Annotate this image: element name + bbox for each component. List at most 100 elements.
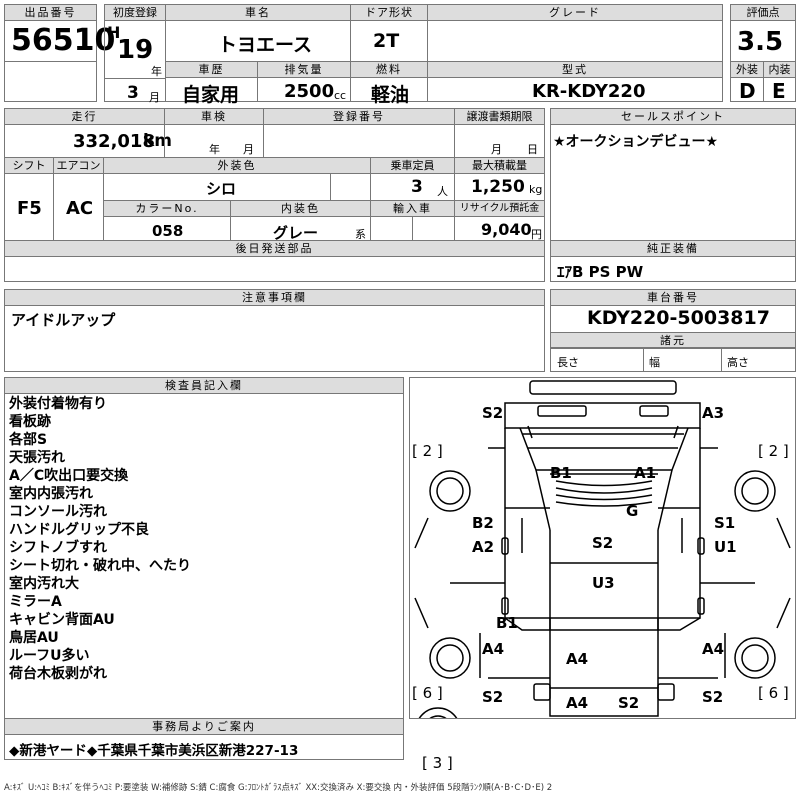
transfer-deadline-cell: 譲渡書類期限 月 日 bbox=[454, 108, 545, 158]
lot-number-lower bbox=[4, 61, 97, 102]
inspection-year: 年 bbox=[209, 143, 220, 156]
note-line: 鳥居AU bbox=[9, 630, 59, 646]
displacement-unit: cc bbox=[334, 89, 347, 102]
displacement-cell: 排気量 2500 cc bbox=[257, 61, 351, 102]
exterior-grade: D bbox=[739, 79, 756, 103]
wheel-rear-right-label: [ 6 ] bbox=[758, 684, 789, 702]
displacement: 2500 bbox=[284, 81, 335, 102]
ext-color: シロ bbox=[206, 180, 237, 198]
import-header: 輸入車 bbox=[371, 201, 454, 217]
note-line: 各部S bbox=[9, 432, 48, 448]
import-cell: 輸入車 bbox=[370, 200, 455, 241]
shift: F5 bbox=[17, 198, 42, 219]
recycle-cell: リサイクル預託金 9,040 円 bbox=[454, 200, 545, 241]
note-line: 室内汚れ大 bbox=[9, 576, 79, 592]
inspector-notes-list: 外装付着物有り 看板跡 各部S 天張汚れ A／C吹出口要交換 室内内張汚れ コン… bbox=[9, 395, 191, 683]
caution-header: 注意事項欄 bbox=[5, 290, 544, 306]
int-color-header: 内装色 bbox=[231, 201, 370, 217]
color-no: 058 bbox=[152, 222, 184, 240]
shift-cell: シフト F5 bbox=[4, 157, 54, 241]
lot-number-cell: 出品番号 56510 bbox=[4, 4, 115, 62]
note-line: 外装付着物有り bbox=[9, 396, 107, 412]
lot-number: 56510 bbox=[11, 23, 116, 58]
ext-color-cell: 外装色 シロ bbox=[103, 157, 371, 201]
caution: アイドルアップ bbox=[11, 311, 116, 329]
max-load-unit: kg bbox=[529, 183, 543, 196]
era: H bbox=[107, 23, 121, 42]
int-color: グレー bbox=[273, 224, 319, 242]
door-header: ドア形状 bbox=[351, 5, 427, 21]
mark-b1-lower: B1 bbox=[496, 614, 518, 632]
shift-header: シフト bbox=[5, 158, 53, 174]
note-line: A／C吹出口要交換 bbox=[9, 468, 129, 484]
mark-u3: U3 bbox=[592, 574, 615, 592]
capacity-header: 乗車定員 bbox=[371, 158, 454, 174]
month-unit: 月 bbox=[149, 91, 160, 104]
mark-s2-left-bottom: S2 bbox=[482, 688, 504, 706]
first-registration-cell: 初度登録 H 19 年 3 月 bbox=[104, 4, 166, 104]
wheel-front-right-label: [ 2 ] bbox=[758, 442, 789, 460]
mark-a4-left: A4 bbox=[482, 640, 505, 658]
car-name-header: 車名 bbox=[166, 5, 350, 21]
truck-diagram bbox=[414, 380, 791, 718]
equipment: ｴｱB PS PW bbox=[557, 263, 644, 281]
note-line: 看板跡 bbox=[9, 414, 51, 430]
equipment-header: 純正装備 bbox=[551, 241, 795, 257]
note-line: 天張汚れ bbox=[9, 450, 65, 466]
mileage-header: 走行 bbox=[5, 109, 164, 125]
inspector-notes-header: 検査員記入欄 bbox=[5, 378, 403, 394]
max-load: 1,250 bbox=[471, 177, 525, 197]
mileage-cell: 走行 332,018 km bbox=[4, 108, 172, 158]
sales-point-cell: セールスポイント ★オークションデビュー★ bbox=[550, 108, 796, 241]
inspector-notes-cell: 検査員記入欄 外装付着物有り 看板跡 各部S 天張汚れ A／C吹出口要交換 室内… bbox=[4, 377, 404, 719]
score-header: 評価点 bbox=[731, 5, 795, 21]
registration-header: 登録番号 bbox=[264, 109, 454, 125]
grade-header: グレード bbox=[428, 5, 722, 21]
model: KR-KDY220 bbox=[532, 81, 646, 102]
spare-wheel-label: [ 3 ] bbox=[422, 754, 453, 772]
note-line: 室内内張汚れ bbox=[9, 486, 93, 502]
mark-u1: U1 bbox=[714, 538, 737, 556]
mark-a1-cab: A1 bbox=[634, 464, 657, 482]
mark-a4-bottom: A4 bbox=[566, 694, 589, 712]
lot-number-header: 出品番号 bbox=[5, 5, 96, 21]
mark-a2: A2 bbox=[472, 538, 495, 556]
first-registration-header: 初度登録 bbox=[105, 5, 165, 21]
office-info-cell: 事務局よりご案内 ◆新港ヤード◆千葉県千葉市美浜区新港227-13 bbox=[4, 718, 404, 760]
interior-grade: E bbox=[772, 79, 786, 103]
model-header: 型式 bbox=[428, 62, 722, 78]
mileage: 332,018 bbox=[73, 131, 155, 152]
chassis-header: 車台番号 bbox=[551, 290, 795, 306]
exterior-grade-header: 外装 bbox=[731, 62, 763, 78]
color-no-header: カラーNo. bbox=[104, 201, 230, 217]
office-info: ◆新港ヤード◆千葉県千葉市美浜区新港227-13 bbox=[9, 743, 299, 759]
score-cell: 評価点 3.5 bbox=[730, 4, 796, 62]
transfer-day: 日 bbox=[527, 143, 538, 156]
interior-grade-header: 内装 bbox=[764, 62, 795, 78]
displacement-header: 排気量 bbox=[258, 62, 350, 78]
aircon: AC bbox=[66, 198, 94, 219]
mark-s2-top-left: S2 bbox=[482, 404, 504, 422]
wheel-rear-left-label: [ 6 ] bbox=[412, 684, 443, 702]
mark-g: G bbox=[626, 502, 639, 520]
aircon-header: エアコン bbox=[54, 158, 103, 174]
recycle: 9,040 bbox=[481, 220, 532, 239]
note-line: ミラーA bbox=[9, 594, 62, 610]
mark-s2-right-bottom: S2 bbox=[702, 688, 724, 706]
later-parts-cell: 後日発送部品 bbox=[4, 240, 545, 282]
note-line: シート切れ・破れ中、へたり bbox=[9, 558, 191, 574]
max-load-cell: 最大積載量 1,250 kg bbox=[454, 157, 545, 201]
max-load-header: 最大積載量 bbox=[455, 158, 544, 174]
ext-color-header: 外装色 bbox=[104, 158, 370, 174]
note-line: シフトノブすれ bbox=[9, 540, 107, 556]
color-no-cell: カラーNo. 058 bbox=[103, 200, 231, 241]
model-cell: 型式 KR-KDY220 bbox=[427, 61, 723, 102]
caution-cell: 注意事項欄 アイドルアップ bbox=[4, 289, 545, 372]
dims-header: 諸元 bbox=[551, 332, 795, 348]
inspection-cell: 車検 年 月 bbox=[164, 108, 264, 158]
capacity-unit: 人 bbox=[437, 185, 448, 198]
mark-a3-top-right: A3 bbox=[702, 404, 725, 422]
aircon-cell: エアコン AC bbox=[53, 157, 104, 241]
later-parts-header: 後日発送部品 bbox=[5, 241, 544, 257]
note-line: 荷台木板剥がれ bbox=[9, 666, 107, 682]
